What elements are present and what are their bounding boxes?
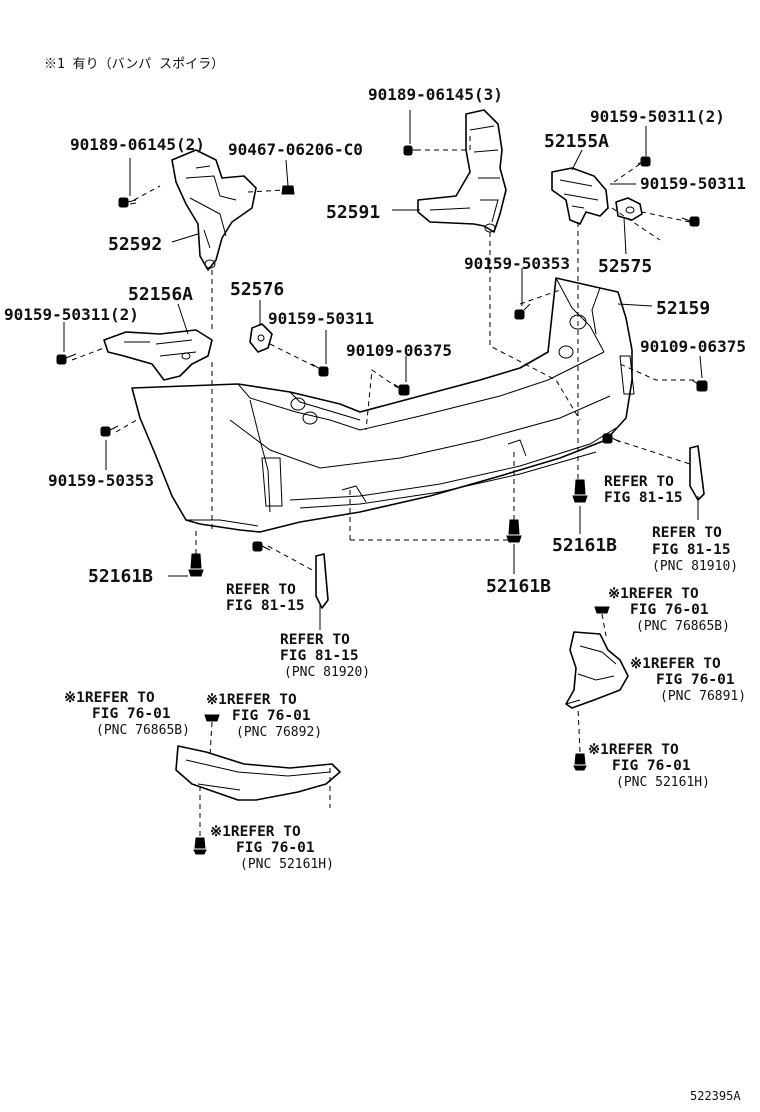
part-label: 52156A (128, 284, 193, 305)
bracket-52575 (615, 197, 643, 221)
part-label: 52591 (326, 202, 380, 223)
screw-icon (637, 156, 651, 167)
clip-52161B-icon (188, 553, 204, 577)
part-label: 52575 (598, 256, 652, 277)
screw-icon (602, 433, 621, 444)
part-label: 52161B (486, 576, 551, 597)
refer-label: FIG 81-15 (604, 490, 683, 506)
screw-icon (681, 216, 700, 227)
part-label: 52159 (656, 298, 710, 319)
assembly-lines (71, 134, 694, 836)
refer-label: ※1REFER TO (210, 824, 301, 840)
screw-icon (514, 303, 531, 320)
bracket-52576 (249, 323, 273, 353)
leader-lines (63, 110, 703, 630)
part-label: 52161B (88, 566, 153, 587)
part-label: 90159-50353 (48, 471, 154, 490)
refer-pnc: (PNC 52161H) (616, 775, 710, 790)
part-label: 52576 (230, 279, 284, 300)
reflector-left (315, 553, 329, 609)
reflector-right (689, 445, 705, 501)
rear-bumper-cover (131, 277, 635, 533)
clip-52161B-icon (572, 479, 588, 503)
part-label: 90159-50353 (464, 254, 570, 273)
bracket-52156A (103, 329, 213, 381)
refer-label: FIG 76-01 (92, 706, 171, 722)
clip-icon (594, 606, 610, 614)
clip-icon (281, 185, 295, 195)
spoiler-left (175, 745, 341, 801)
refer-label: FIG 76-01 (236, 840, 315, 856)
spoiler-fasteners (193, 606, 610, 855)
part-label: 90159-50311 (640, 174, 746, 193)
refer-label: REFER TO (226, 582, 296, 598)
screw-icon (118, 197, 137, 208)
refer-label: FIG 81-15 (280, 648, 359, 664)
screw-icon (252, 541, 271, 552)
refer-label: REFER TO (604, 474, 674, 490)
fasteners (56, 145, 708, 577)
part-label: 52592 (108, 234, 162, 255)
refer-label: FIG 81-15 (226, 598, 305, 614)
spoiler-right (565, 631, 629, 709)
clip-icon (573, 753, 587, 771)
refer-pnc: (PNC 81910) (652, 559, 738, 574)
part-label: 90467-06206-C0 (228, 140, 363, 159)
refer-label: FIG 76-01 (612, 758, 691, 774)
part-label: 52155A (544, 131, 609, 152)
refer-label: REFER TO (280, 632, 350, 648)
bracket-52592 (171, 149, 257, 271)
refer-label: FIG 76-01 (630, 602, 709, 618)
diagram-id: 522395A (690, 1089, 741, 1103)
refer-label: ※1REFER TO (588, 742, 679, 758)
refer-label: ※1REFER TO (608, 586, 699, 602)
bracket-52155A (551, 167, 609, 225)
refer-pnc: (PNC 76891) (660, 689, 746, 704)
header-note: ※1 有り（バンパ スポイラ） (44, 57, 224, 72)
part-label: 90159-50311 (268, 309, 374, 328)
part-label: 90109-06375 (346, 341, 452, 360)
screw-icon (311, 363, 329, 377)
refer-label: FIG 76-01 (656, 672, 735, 688)
part-label: 90159-50311(2) (4, 305, 139, 324)
refer-labels: REFER TO FIG 81-15 REFER TO FIG 81-15 (P… (64, 474, 746, 872)
refer-pnc: (PNC 81920) (284, 665, 370, 680)
part-labels: 90189-06145(3) 90159-50311(2) 52155A 901… (4, 85, 746, 597)
screw-icon (100, 425, 119, 437)
screw-icon (56, 353, 77, 365)
part-label: 90109-06375 (640, 337, 746, 356)
refer-label: REFER TO (652, 525, 722, 541)
clip-icon (204, 714, 220, 722)
refer-pnc: (PNC 76865B) (636, 619, 730, 634)
refer-pnc: (PNC 76892) (236, 725, 322, 740)
part-label: 90159-50311(2) (590, 107, 725, 126)
bolt-icon (393, 383, 410, 396)
clip-52161B-icon (506, 519, 522, 543)
refer-label: ※1REFER TO (206, 692, 297, 708)
part-label: 90189-06145(3) (368, 85, 503, 104)
part-label: 52161B (552, 535, 617, 556)
bolt-icon (691, 379, 708, 392)
refer-label: ※1REFER TO (630, 656, 721, 672)
refer-pnc: (PNC 76865B) (96, 723, 190, 738)
bracket-52591 (417, 109, 507, 233)
refer-label: FIG 76-01 (232, 708, 311, 724)
refer-label: ※1REFER TO (64, 690, 155, 706)
part-label: 90189-06145(2) (70, 135, 205, 154)
refer-label: FIG 81-15 (652, 542, 731, 558)
refer-pnc: (PNC 52161H) (240, 857, 334, 872)
clip-icon (193, 837, 207, 855)
